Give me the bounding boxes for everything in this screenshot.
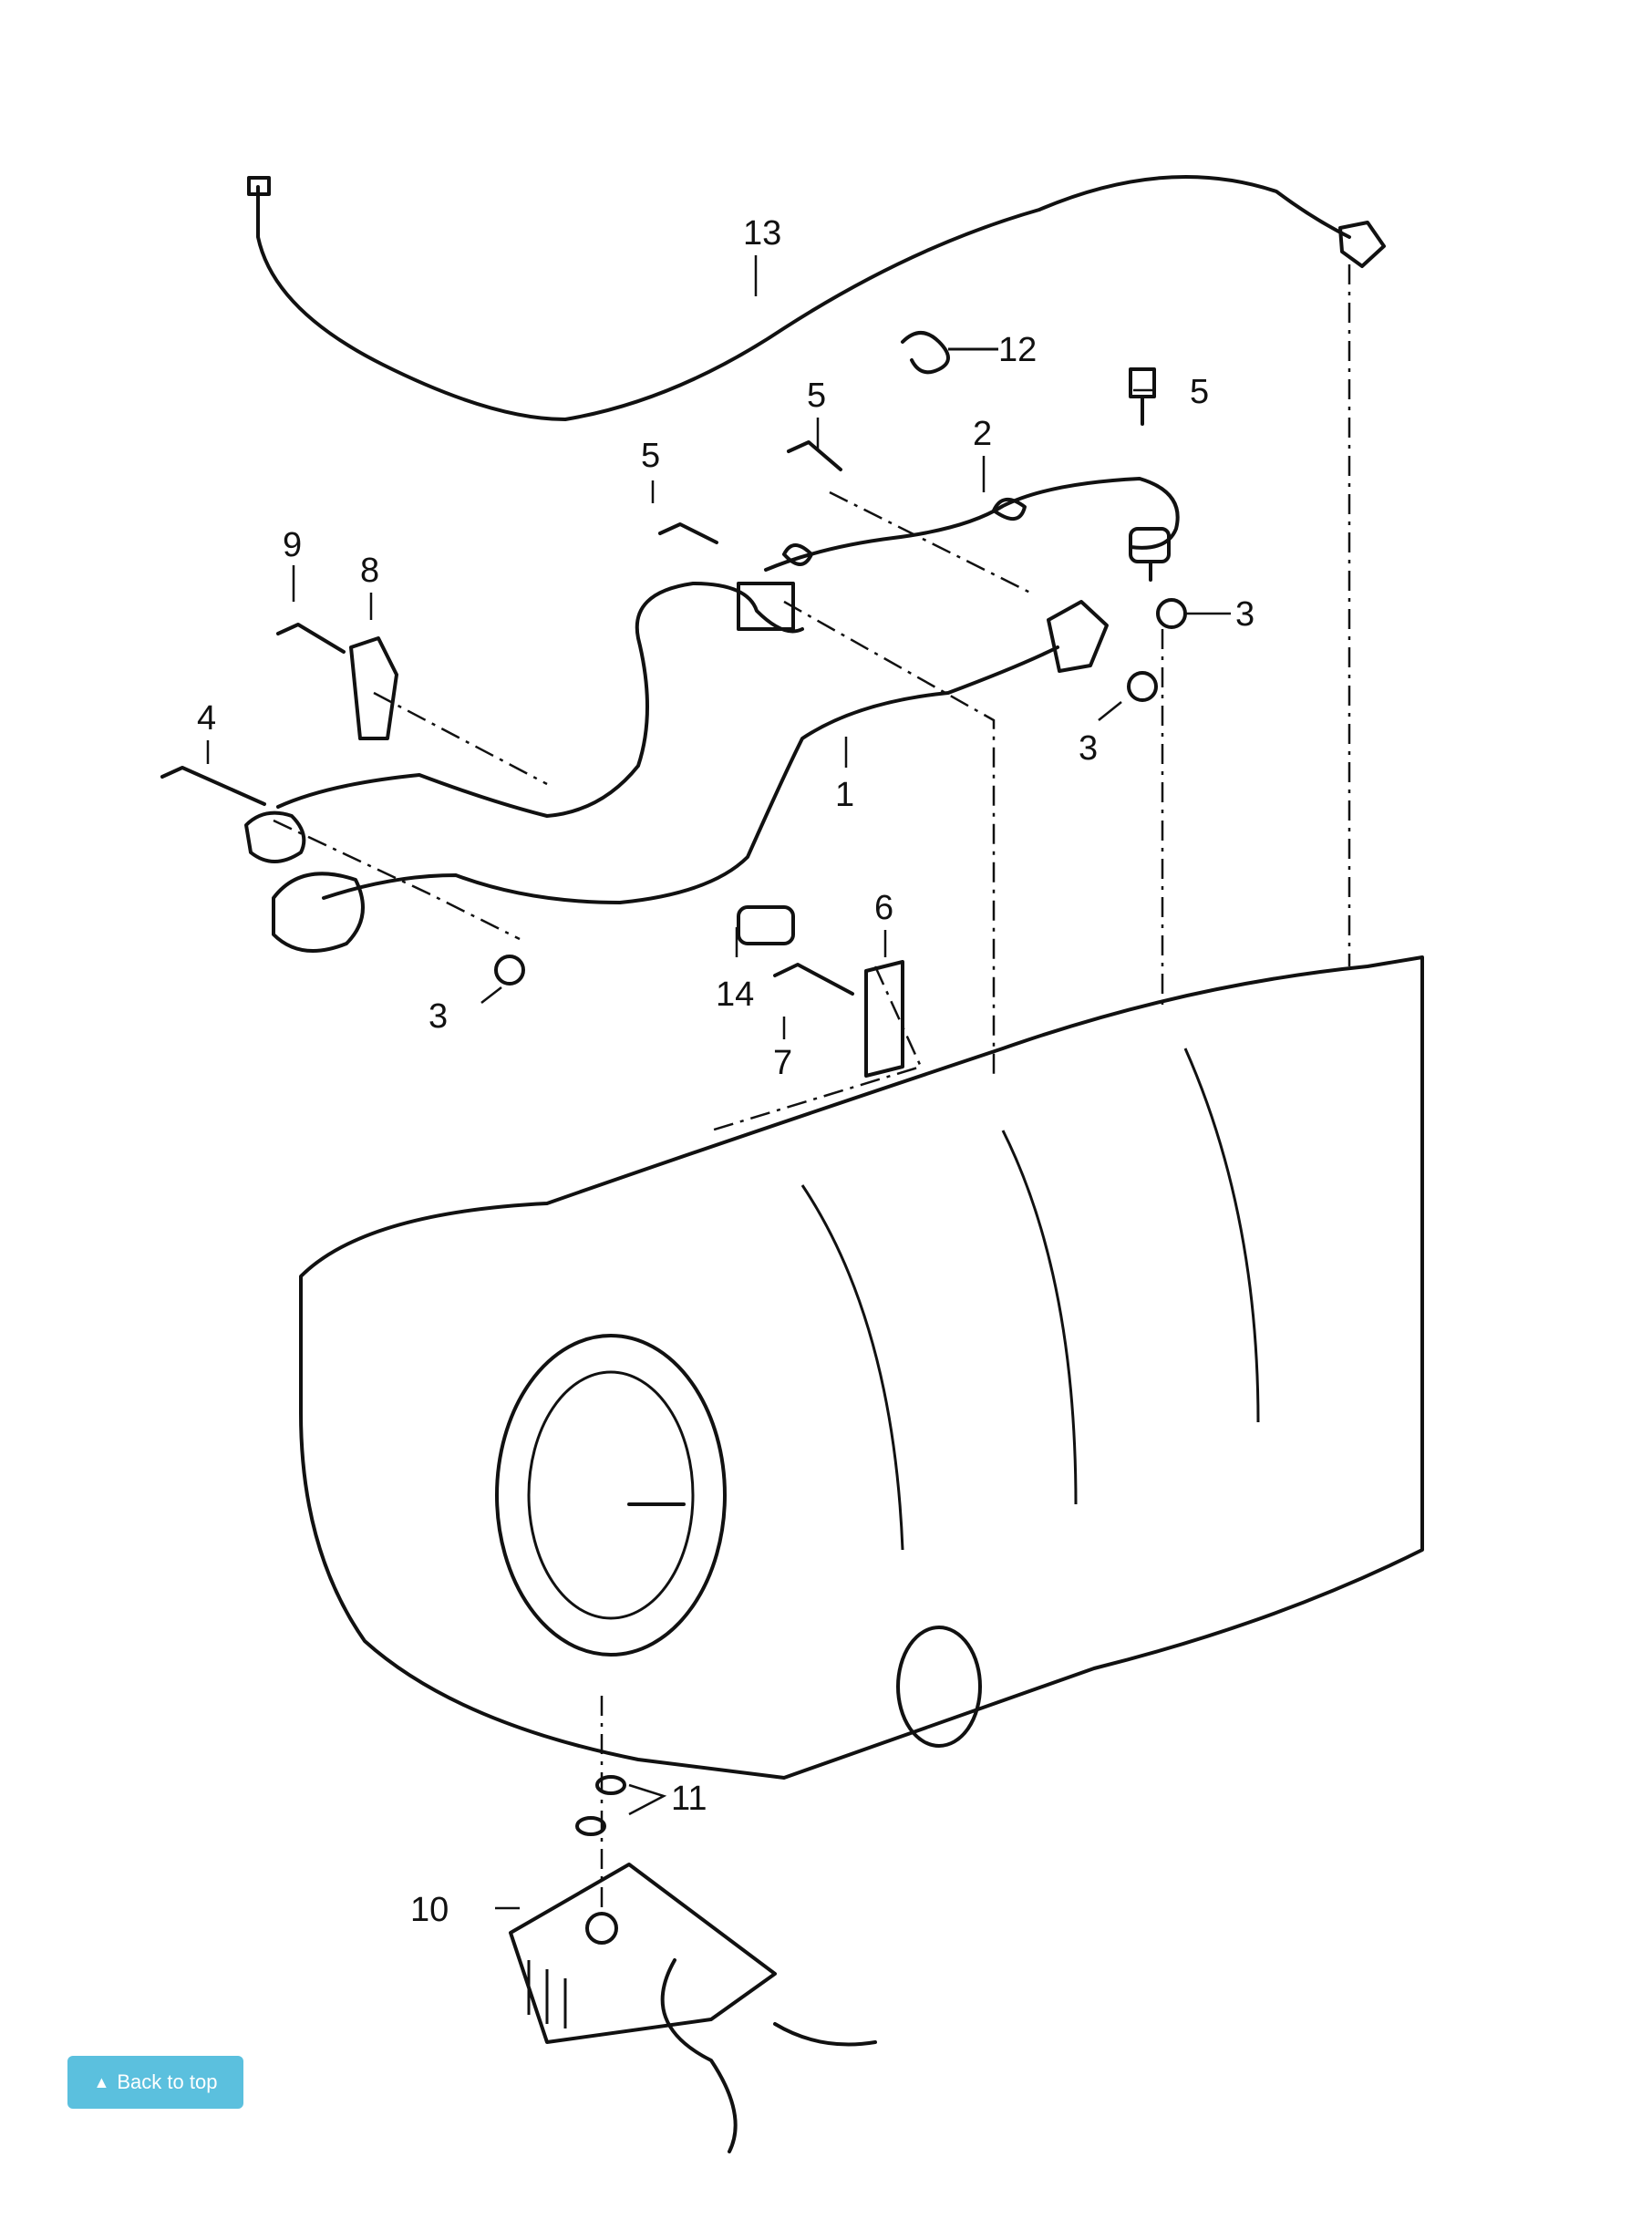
callout-13: 13 <box>743 214 781 253</box>
part-13-hose <box>247 175 1386 421</box>
callout-2: 2 <box>973 415 992 453</box>
part-11-seal-1 <box>595 1775 626 1795</box>
back-to-top-button[interactable]: ▲ Back to top <box>67 2056 243 2109</box>
callout-5-top: 5 <box>807 377 826 415</box>
part-10-cooler <box>509 1863 877 2153</box>
callout-10: 10 <box>410 1891 449 1929</box>
callout-3-right: 3 <box>1079 729 1098 768</box>
callout-1: 1 <box>835 776 854 814</box>
part-6-plate <box>864 960 904 1078</box>
callout-3-top-right: 3 <box>1235 595 1254 634</box>
part-12-clip <box>901 331 998 375</box>
chevron-up-icon: ▲ <box>93 2073 110 2091</box>
part-8-bracket <box>349 636 398 740</box>
callout-5-top-center: 5 <box>641 437 660 475</box>
part-2-line <box>764 477 1180 582</box>
bolts <box>160 367 1156 996</box>
callout-11: 11 <box>671 1780 707 1818</box>
callout-14: 14 <box>716 975 754 1014</box>
callout-8: 8 <box>360 552 379 590</box>
callout-7: 7 <box>773 1044 792 1082</box>
part-14-spacer <box>737 905 795 945</box>
guide-lines <box>273 264 1351 1915</box>
callout-5-right: 5 <box>1190 373 1209 411</box>
part-3-oring-top <box>1156 598 1187 629</box>
callout-3-left: 3 <box>428 997 448 1036</box>
part-1-line <box>276 582 1109 904</box>
part-11-seal-2 <box>575 1816 606 1836</box>
flange-left <box>244 810 365 953</box>
part-3-oring-right <box>1127 671 1158 702</box>
transmission-housing <box>299 955 1424 1780</box>
part-3-oring-left <box>494 955 525 986</box>
callout-6: 6 <box>874 889 893 927</box>
callout-12: 12 <box>998 331 1037 369</box>
callout-9: 9 <box>283 526 302 564</box>
leader-lines <box>206 255 1231 1910</box>
callout-4: 4 <box>197 699 216 738</box>
back-to-top-label: Back to top <box>117 2070 218 2093</box>
